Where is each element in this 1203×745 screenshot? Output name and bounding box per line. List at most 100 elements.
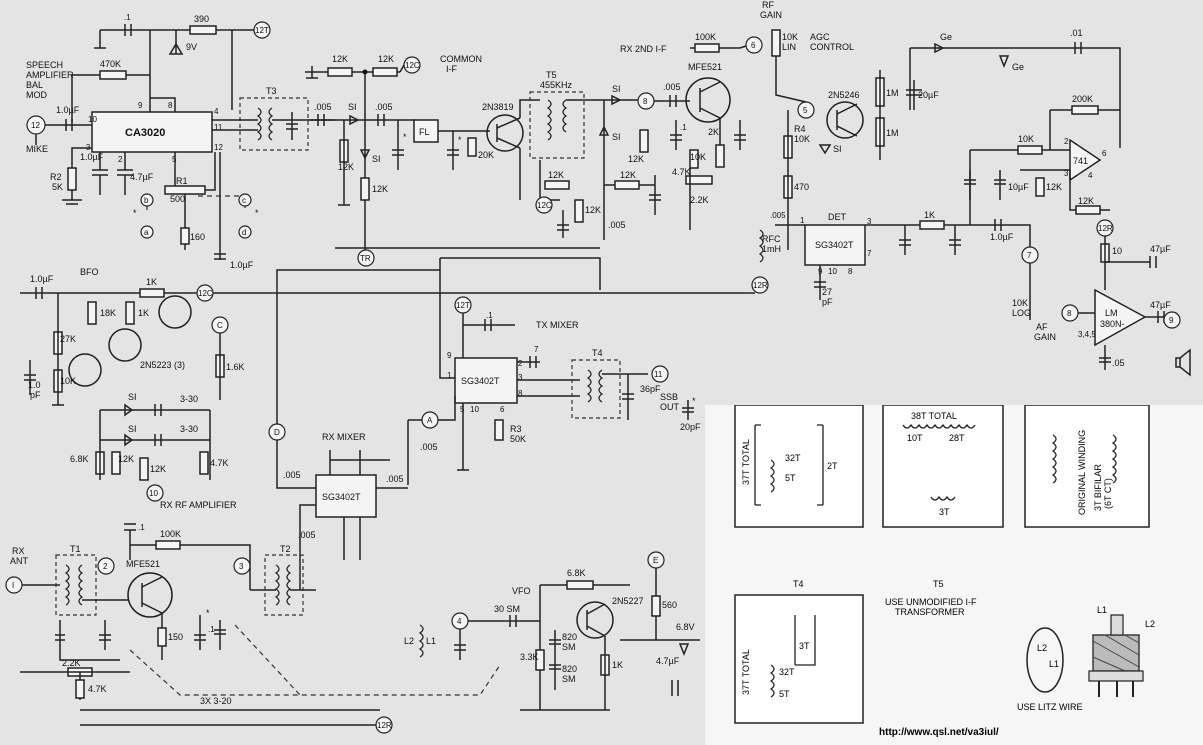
bfo-section: BFO 1.0µF 12C 18K 1K 1K 27K 10K 1.0 pF 2… [20, 267, 755, 502]
c30sm-value: 30 SM [494, 604, 520, 614]
r1-label: R1 [176, 176, 188, 186]
c820-b-unit: SM [562, 674, 576, 684]
svg-text:.1: .1 [138, 523, 145, 532]
c005-tx-value: .005 [420, 442, 438, 452]
t4-label: T4 [592, 348, 603, 358]
svg-text:12T: 12T [255, 26, 269, 35]
use-unmod-a: USE UNMODIFIED I-F [885, 597, 977, 607]
rx-2nd-if-section: T5 455KHz 12C 12K 12K SI SI .005 12K 8 .… [529, 0, 864, 250]
label-bal: BAL [26, 80, 43, 90]
ic-lm380-label-b: 380N- [1100, 319, 1125, 329]
svg-text:9: 9 [447, 351, 452, 360]
r1k-det-value: 1K [924, 210, 935, 220]
svg-text:12C: 12C [198, 289, 213, 298]
svg-text:L2: L2 [1145, 619, 1155, 629]
c820-a-unit: SM [562, 642, 576, 652]
t5-label: T5 [546, 70, 557, 80]
svg-text:3: 3 [1064, 169, 1069, 178]
svg-text:12C: 12C [537, 201, 552, 210]
svg-text:8: 8 [168, 101, 173, 110]
r33k-value: 3.3K [520, 652, 539, 662]
inset-t3-box [1024, 405, 1150, 528]
svg-text:12: 12 [214, 143, 223, 152]
r10k-lin-label: LIN [782, 42, 796, 52]
label-vfo: VFO [512, 586, 531, 596]
r12k-c-value: 12K [338, 162, 354, 172]
use-unmod-b: TRANSFORMER [895, 607, 965, 617]
c47uf-vfo-value: 4.7µF [656, 656, 680, 666]
node-12c-t5 [535, 196, 553, 214]
q-2n5223-a [68, 353, 102, 387]
svg-text:d: d [242, 228, 246, 237]
label-af-gain: GAIN [1034, 332, 1056, 342]
svg-text:9: 9 [1169, 316, 1174, 325]
c1uf-det-value: 1.0µF [990, 232, 1014, 242]
label-common: COMMON [440, 54, 482, 64]
svg-text:12R: 12R [377, 721, 392, 730]
node-10 [146, 484, 164, 502]
svg-text:D: D [274, 428, 280, 437]
r200k-value: 200K [1072, 94, 1093, 104]
q-mfe521-if-label: MFE521 [688, 62, 722, 72]
svg-text:5: 5 [803, 106, 808, 115]
svg-text:6: 6 [500, 405, 505, 414]
r12k-x-value: 12K [118, 454, 134, 464]
c47uf-ca-value: 4.7µF [130, 172, 154, 182]
label-amplifier: AMPLIFIER [26, 70, 74, 80]
svg-text:3: 3 [867, 217, 872, 226]
svg-text:.005: .005 [283, 470, 301, 480]
svg-text:9: 9 [138, 101, 143, 110]
c27pf-value: 27 [822, 287, 832, 297]
use-litz-label: USE LITZ WIRE [1017, 702, 1083, 712]
svg-text:7: 7 [867, 249, 872, 258]
svg-text:I: I [12, 581, 14, 590]
c27pf-unit: pF [822, 297, 833, 307]
litz-core-icon [1092, 634, 1140, 672]
z68v-value: 6.8V [676, 622, 695, 632]
rfc-value: 1mH [762, 244, 781, 254]
svg-text:8: 8 [643, 97, 648, 106]
node-11 [651, 365, 669, 383]
c10pf-value: 1.0 [28, 380, 41, 390]
svg-text:.1: .1 [680, 123, 687, 132]
node-tr [357, 249, 375, 267]
label-mike: MIKE [26, 144, 48, 154]
r47k-rf-value: 4.7K [88, 684, 107, 694]
r20k-value: 20K [478, 150, 494, 160]
t5-shield [529, 91, 585, 159]
litz-coil-icon [1026, 627, 1064, 693]
inset-t3-bif-a: 3T BIFILAR [1093, 464, 1103, 511]
r10k-log-value: 10K [1012, 298, 1028, 308]
pins-345: 3,4,5 [1078, 330, 1096, 339]
ge-b: Ge [1012, 62, 1024, 72]
r47k-value: 4.7K [672, 167, 691, 177]
r68k-vfo-value: 6.8K [567, 568, 586, 578]
svg-text:*: * [403, 132, 407, 142]
c47uf-out-value: 47µF [1150, 300, 1171, 310]
t2-label: T2 [280, 544, 291, 554]
inset-t5-title: T5 [933, 579, 944, 589]
svg-text:.1: .1 [208, 625, 215, 634]
svg-text:2: 2 [1064, 137, 1069, 146]
svg-text:SI: SI [612, 132, 621, 142]
ic-sg3402-rx [315, 474, 377, 518]
label-bfo: BFO [80, 267, 99, 277]
svg-text:SI: SI [128, 424, 137, 434]
c-mike-value: 1.0µF [56, 105, 80, 115]
q-mfe521-if [685, 77, 731, 123]
label-mod: MOD [26, 90, 47, 100]
svg-text:*: * [692, 396, 696, 406]
l2-label: L2 [404, 636, 414, 646]
r22k-rf-value: 2.2K [62, 658, 81, 668]
r100k-if-value: 100K [695, 32, 716, 42]
svg-text:2: 2 [103, 562, 108, 571]
ic-sg3402-tx [454, 357, 518, 404]
c3-30-b-value: 3-30 [180, 424, 198, 434]
inset-t2-b: 28T [949, 433, 965, 443]
vfo-section: VFO L2 L1 4 30 SM 6.8K 2N5227 820 SM 820… [404, 551, 700, 711]
svg-text:12K: 12K [548, 170, 564, 180]
c005-c-value: .005 [608, 220, 626, 230]
